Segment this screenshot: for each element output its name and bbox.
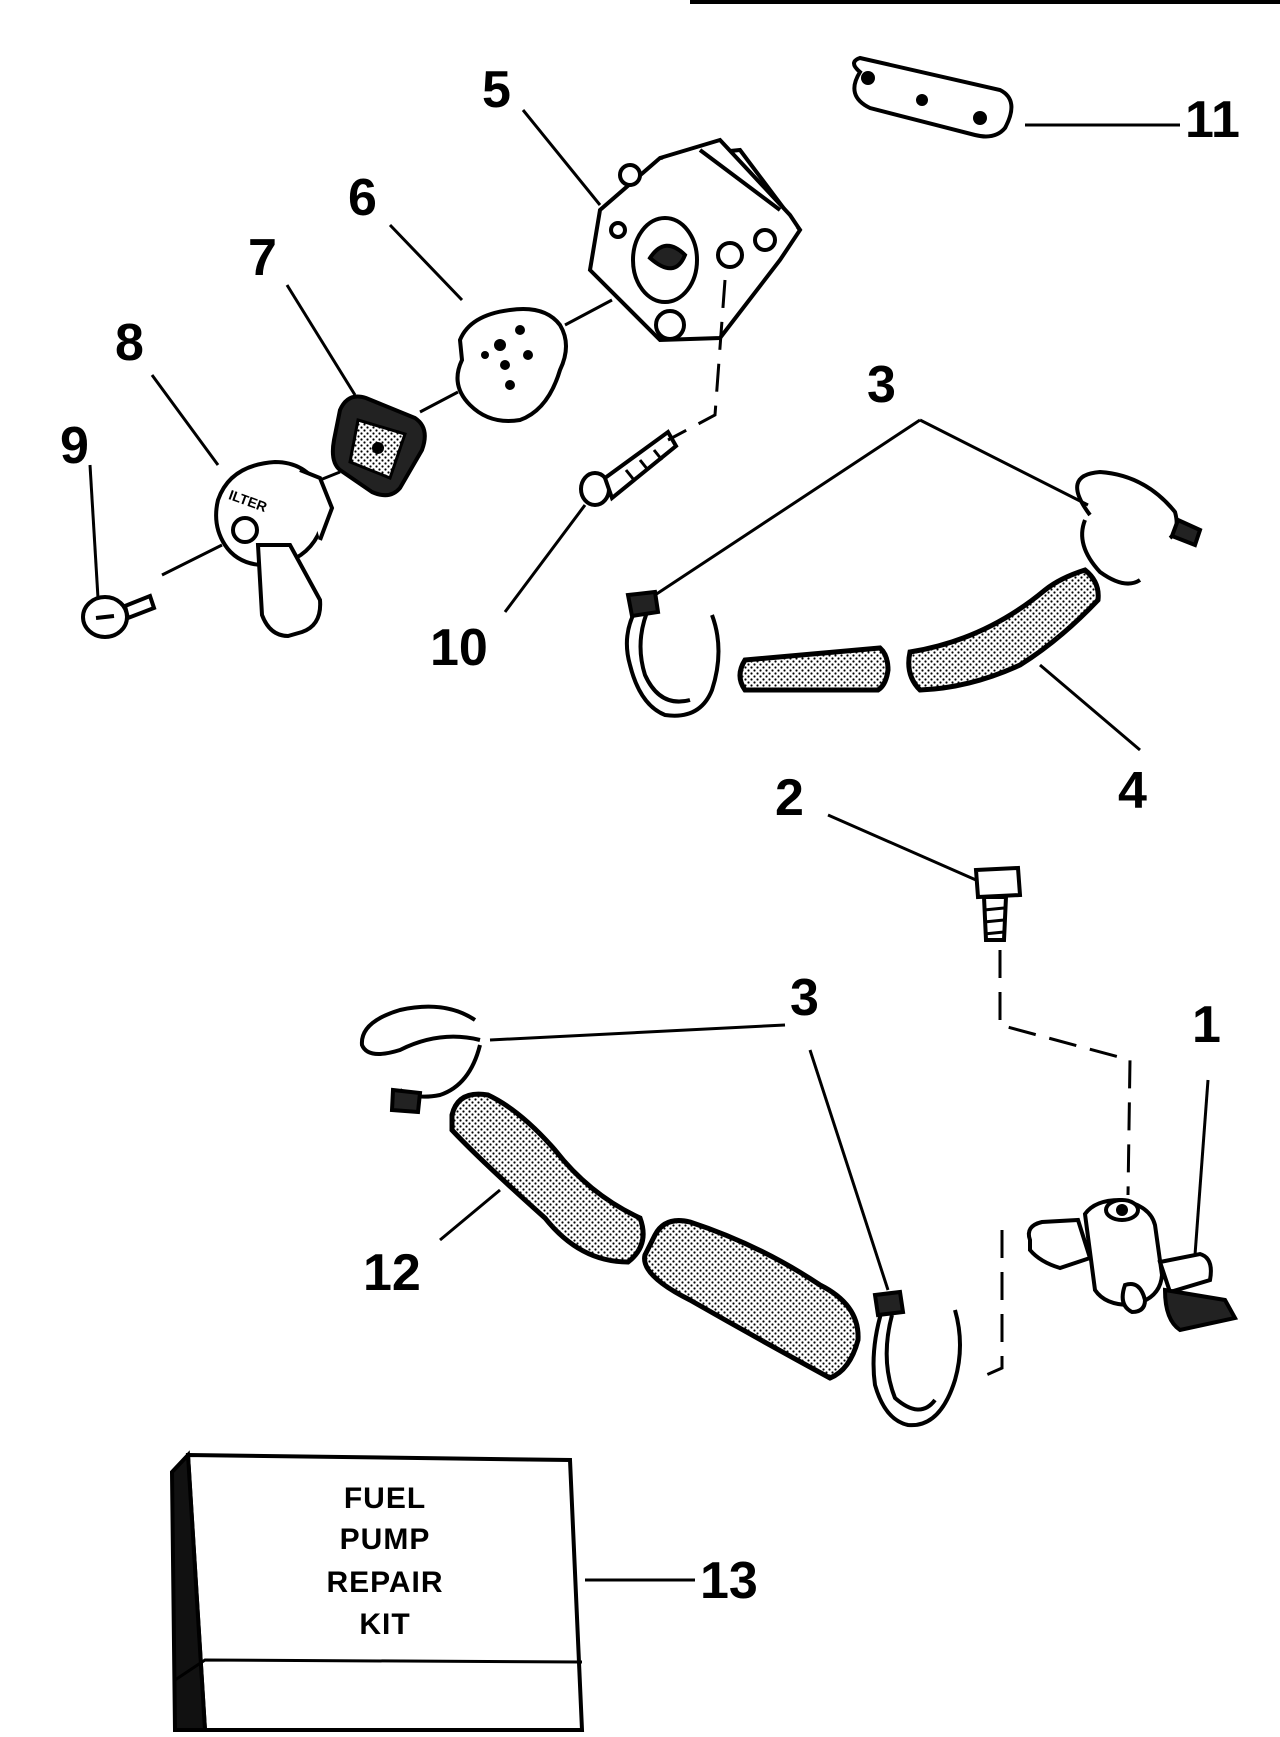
part-11-gasket <box>852 55 1014 139</box>
callout-3-lower: 3 <box>790 969 819 1027</box>
callout-5: 5 <box>482 61 511 119</box>
kit-label-line-2: PUMP <box>340 1523 431 1556</box>
callout-7: 7 <box>248 229 277 287</box>
callout-3-upper: 3 <box>867 356 896 414</box>
callout-10: 10 <box>430 619 488 677</box>
repair-kit-label: FUEL PUMP REPAIR KIT <box>326 1482 443 1641</box>
part-1-fuel-valve <box>1026 1197 1239 1333</box>
callout-9: 9 <box>60 417 89 475</box>
alignment-dashes <box>667 279 1132 1382</box>
callout-6: 6 <box>348 169 377 227</box>
part-6-diaphragm-plate <box>455 307 568 423</box>
part-7-diaphragm <box>330 394 427 498</box>
part-9-screw <box>81 593 157 639</box>
part-10-screw <box>579 429 679 507</box>
part-2-bolt <box>973 865 1023 942</box>
callout-8: 8 <box>115 314 144 372</box>
part-3-clamp-lower-left <box>359 1004 482 1115</box>
callout-2: 2 <box>775 769 804 827</box>
part-8-pump-cover: ILTER <box>214 459 335 639</box>
kit-label-line-4: KIT <box>359 1608 410 1641</box>
part-5-pump-body <box>587 137 803 343</box>
kit-label-line-3: REPAIR <box>326 1566 443 1599</box>
callout-11: 11 <box>1185 91 1240 149</box>
callout-13: 13 <box>700 1552 758 1610</box>
callout-labels: 1 2 3 3 4 5 6 7 8 9 10 11 12 13 <box>60 61 1240 1610</box>
callout-1: 1 <box>1192 996 1221 1054</box>
callout-12: 12 <box>363 1244 421 1302</box>
part-3-clamp-lower-right <box>871 1289 962 1428</box>
callout-4: 4 <box>1118 762 1147 820</box>
part-13-repair-kit-box <box>169 1450 585 1732</box>
kit-label-line-1: FUEL <box>344 1482 426 1515</box>
leader-lines <box>88 109 1210 1582</box>
part-4-hose <box>737 567 1101 693</box>
part-3-clamp-upper-left <box>624 589 721 718</box>
part-3-clamp-upper-right <box>1075 469 1203 586</box>
part-12-hose <box>449 1091 861 1381</box>
